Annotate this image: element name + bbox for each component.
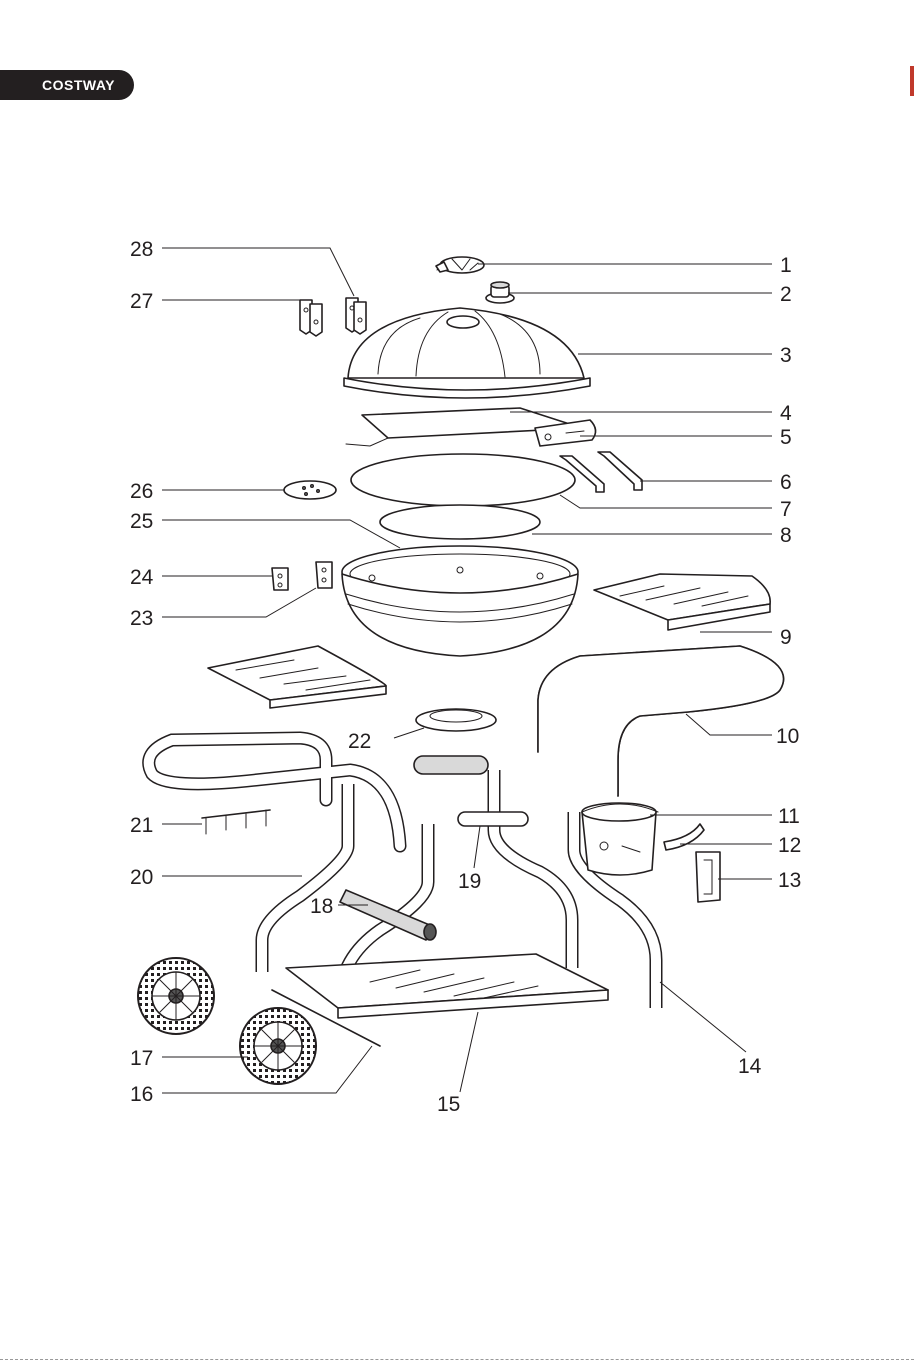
ash-plate (284, 481, 336, 499)
callout-14: 14 (738, 1055, 762, 1078)
callout-1: 1 (780, 254, 792, 277)
callout-13: 13 (778, 869, 801, 892)
callout-6: 6 (780, 471, 792, 494)
tool-hook-bar (202, 810, 270, 834)
hinge-bracket-right (346, 298, 366, 334)
wheel-rear (138, 958, 214, 1034)
callout-8: 8 (780, 524, 792, 547)
ash-bucket (582, 803, 658, 875)
callout-22: 22 (348, 730, 371, 753)
cooking-grate (351, 454, 575, 506)
callout-18: 18 (310, 895, 333, 918)
callout-15: 15 (437, 1093, 460, 1116)
side-bracket-right (316, 562, 332, 588)
hinge-bracket-left (300, 300, 322, 336)
vent-cap (436, 257, 484, 273)
callout-12: 12 (778, 834, 801, 857)
callout-21: 21 (130, 814, 153, 837)
callout-25: 25 (130, 510, 153, 533)
frame-right (538, 646, 784, 796)
page-bottom-rule (0, 1359, 914, 1360)
ash-catcher-ring (416, 709, 496, 731)
callout-24: 24 (130, 566, 154, 589)
callout-2: 2 (780, 283, 792, 306)
callout-11: 11 (778, 805, 800, 828)
callout-5: 5 (780, 426, 792, 449)
wheel-front (240, 1008, 316, 1084)
callout-4: 4 (780, 402, 792, 425)
charcoal-grate (380, 505, 540, 539)
frame-left (149, 738, 400, 846)
rear-right-leg (494, 770, 572, 968)
callout-19: 19 (458, 870, 481, 893)
callout-17: 17 (130, 1047, 153, 1070)
callout-9: 9 (780, 626, 792, 649)
callout-23: 23 (130, 607, 153, 630)
side-handle (696, 852, 720, 902)
cart-handle (414, 756, 488, 774)
callout-3: 3 (780, 344, 792, 367)
callout-10: 10 (776, 725, 799, 748)
cross-bar (458, 812, 528, 826)
callout-27: 27 (130, 290, 153, 313)
fire-bowl (342, 546, 578, 656)
callout-7: 7 (780, 498, 792, 521)
callout-16: 16 (130, 1083, 153, 1106)
callout-26: 26 (130, 480, 153, 503)
side-bracket-left (272, 568, 288, 590)
grill-lid (344, 308, 590, 398)
bucket-handle (664, 824, 704, 850)
side-table-right (594, 574, 770, 630)
bottom-shelf (286, 954, 608, 1018)
side-table-left (208, 646, 386, 708)
front-left-leg (262, 784, 348, 972)
callout-28: 28 (130, 238, 153, 261)
callout-20: 20 (130, 866, 153, 889)
